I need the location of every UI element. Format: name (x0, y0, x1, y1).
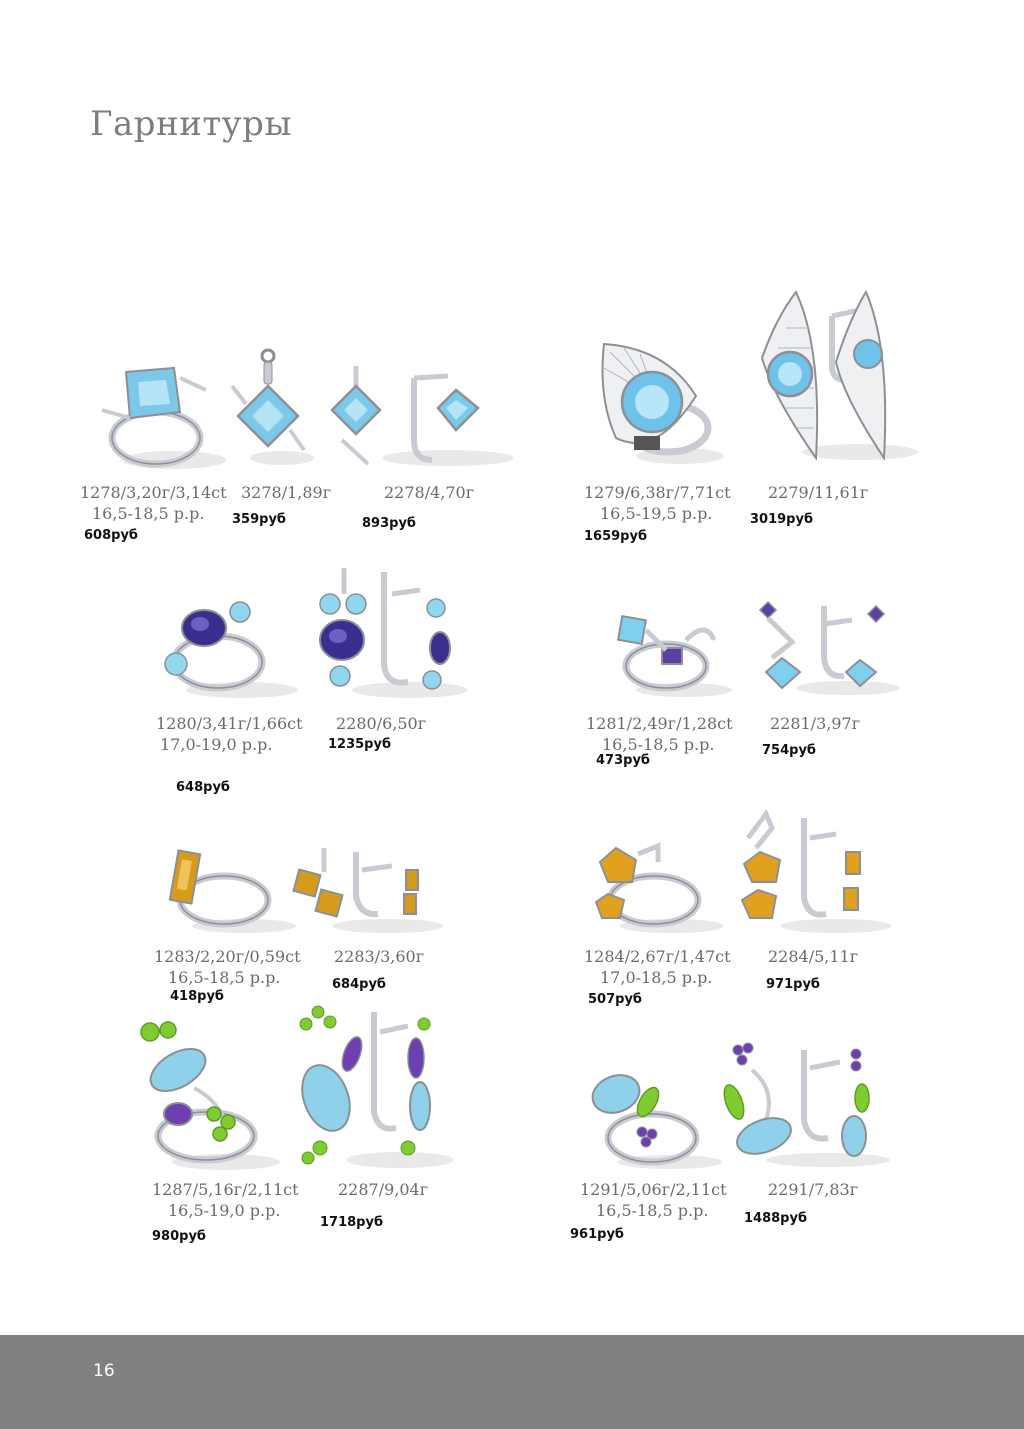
ring-1279-price: 1659руб (584, 529, 648, 544)
earrings-2278-code: 2278/4,70г (384, 483, 475, 502)
ring-1291-image (591, 1074, 722, 1169)
ring-1280-image (164, 601, 298, 698)
earrings-2281-code: 2281/3,97г (770, 714, 861, 733)
ring-1283-price: 418руб (170, 989, 224, 1004)
earrings-2281-price: 754руб (762, 743, 816, 758)
ring-1284-code: 1284/2,67г/1,47ct (584, 947, 731, 966)
earrings-2280-image (319, 568, 468, 698)
earrings-2284-price: 971руб (766, 977, 820, 992)
ring-1283-size: 16,5-18,5 р.р. (168, 968, 281, 987)
ring-1287-code: 1287/5,16г/2,11ct (152, 1180, 299, 1199)
earrings-2280-code: 2280/6,50г (336, 714, 427, 733)
pendant-3278-code: 3278/1,89г (241, 483, 332, 502)
ring-1287-price: 980руб (152, 1229, 206, 1244)
earrings-2278-image (330, 366, 514, 466)
ring-1281-code: 1281/2,49г/1,28ct (586, 714, 733, 733)
ring-1278-code: 1278/3,20г/3,14ct (80, 483, 227, 502)
ring-1279-size: 16,5-19,5 р.р. (600, 504, 713, 523)
earrings-2281-image (758, 600, 900, 695)
ring-1281-price: 473руб (596, 753, 650, 768)
page-number: 16 (93, 1361, 115, 1381)
earrings-2287-price: 1718руб (320, 1215, 384, 1230)
ring-1287-image (140, 1021, 280, 1170)
ring-1280-size: 17,0-19,0 р.р. (160, 735, 273, 754)
pendant-3278-image (230, 348, 314, 465)
ring-1283-image (168, 849, 296, 933)
ring-1284-size: 17,0-18,5 р.р. (600, 968, 713, 987)
earrings-2280-price: 1235руб (328, 737, 392, 752)
earrings-2279-code: 2279/11,61г (768, 483, 869, 502)
ring-1284-image (594, 842, 724, 933)
earrings-2284-code: 2284/5,11г (768, 947, 859, 966)
earrings-2291-image (723, 1042, 890, 1167)
ring-1283-code: 1283/2,20г/0,59ct (154, 947, 301, 966)
earrings-2291-price: 1488руб (744, 1211, 808, 1226)
earrings-2287-image (299, 1005, 454, 1168)
ring-1280-code: 1280/3,41г/1,66ct (156, 714, 303, 733)
earrings-2291-code: 2291/7,83г (768, 1180, 859, 1199)
earrings-2283-code: 2283/3,60г (334, 947, 425, 966)
ring-1284-price: 507руб (588, 992, 642, 1007)
ring-1278-size: 16,5-18,5 р.р. (92, 504, 205, 523)
earrings-2279-image (760, 289, 918, 462)
ring-1279-image (601, 342, 724, 464)
ring-1279-code: 1279/6,38г/7,71ct (584, 483, 731, 502)
footer-bar (0, 1335, 1024, 1429)
earrings-2287-code: 2287/9,04г (338, 1180, 429, 1199)
page-title: Гарнитуры (90, 104, 293, 144)
ring-1280-price: 648руб (176, 780, 230, 795)
earrings-2284-image (740, 809, 892, 933)
pendant-3278-price: 359руб (232, 512, 286, 527)
ring-1291-price: 961руб (570, 1227, 624, 1242)
ring-1291-code: 1291/5,06г/2,11ct (580, 1180, 727, 1199)
earrings-2279-price: 3019руб (750, 512, 814, 527)
ring-1278-image (101, 366, 226, 469)
ring-1291-size: 16,5-18,5 р.р. (596, 1201, 709, 1220)
earrings-2278-price: 893руб (362, 516, 416, 531)
earrings-2283-image (292, 848, 444, 933)
ring-1281-size: 16,5-18,5 р.р. (602, 735, 715, 754)
ring-1278-price: 608руб (84, 528, 138, 543)
ring-1281-image (616, 614, 732, 697)
earrings-2283-price: 684руб (332, 977, 386, 992)
ring-1287-size: 16,5-19,0 р.р. (168, 1201, 281, 1220)
